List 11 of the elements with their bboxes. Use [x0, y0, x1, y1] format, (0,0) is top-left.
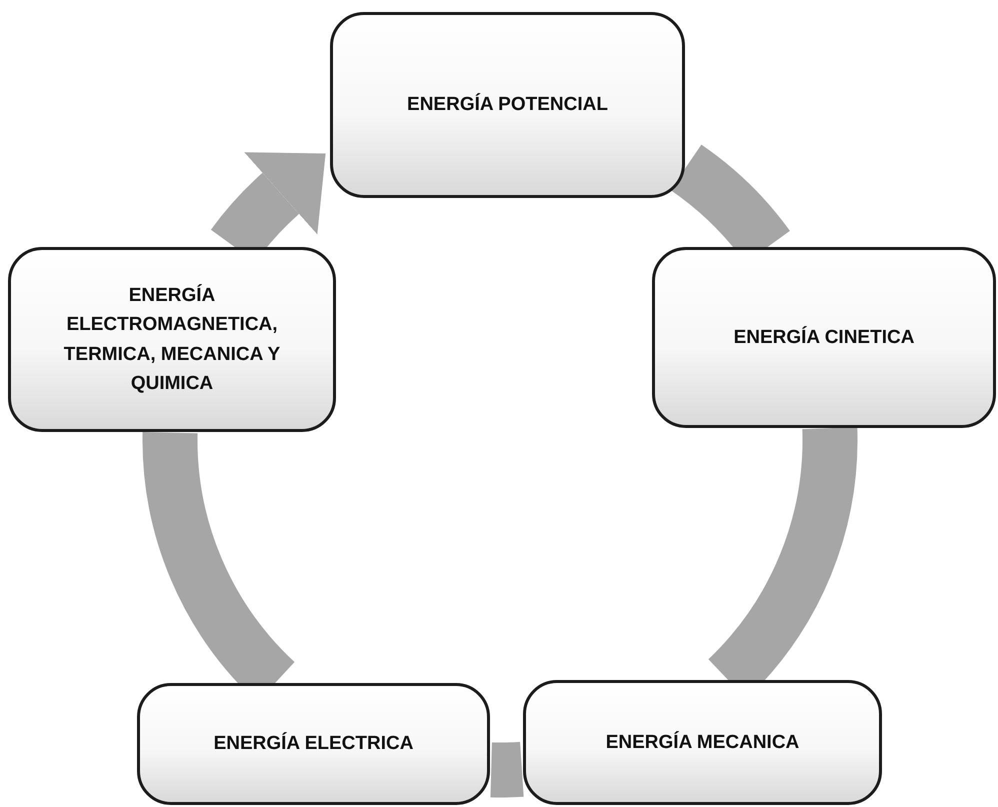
energy-box — [330, 12, 685, 198]
energy-label: ENERGÍA ELECTROMAGNETICA, TERMICA, MECANICA Y QUIMICA — [62, 283, 282, 396]
energy-box — [652, 247, 996, 428]
energy-box — [523, 680, 882, 805]
energy-label: ENERGÍA CINETICA — [734, 325, 914, 350]
energy-box — [8, 247, 336, 432]
energy-box — [137, 683, 490, 805]
cycle-band — [490, 742, 524, 798]
energy-label: ENERGÍA POTENCIAL — [407, 92, 608, 118]
energy-label: ENERGÍA MECANICA — [606, 730, 800, 755]
energy-label: ENERGÍA ELECTRICA — [214, 731, 414, 756]
